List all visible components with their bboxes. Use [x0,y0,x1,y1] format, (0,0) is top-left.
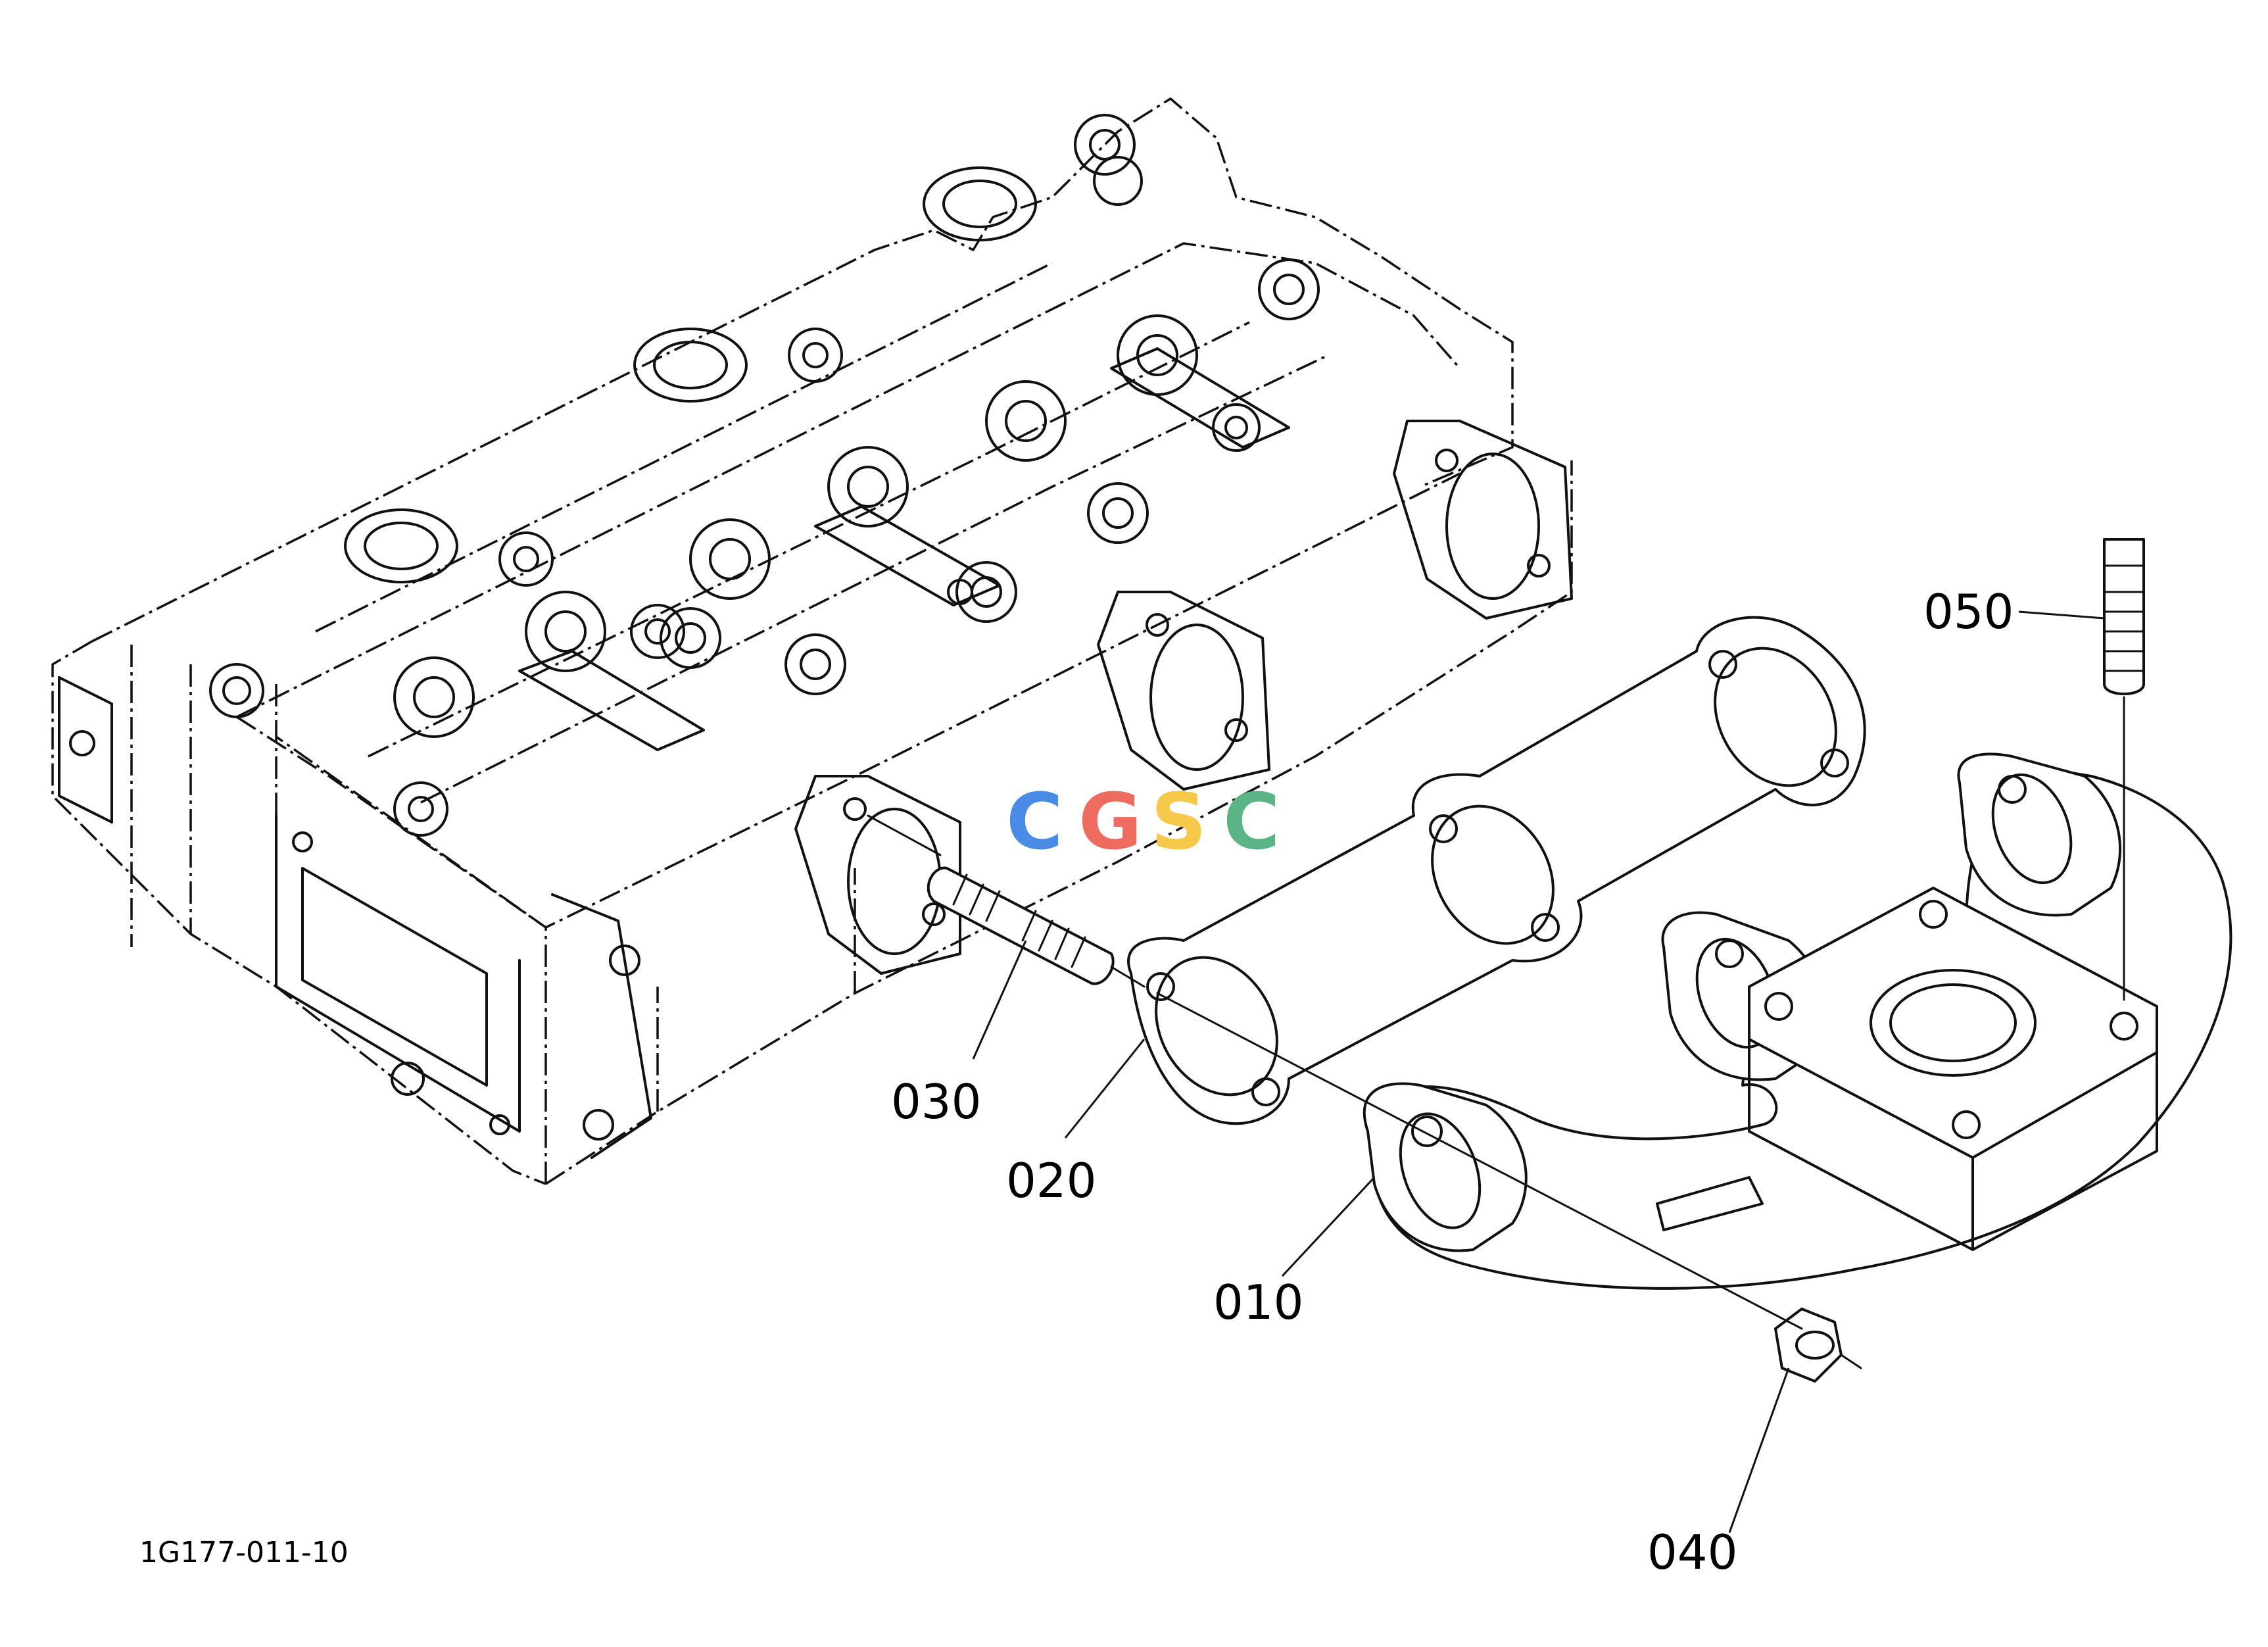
watermark-letter-2: G [1078,776,1142,867]
callout-label-020: 020 [1006,1153,1096,1208]
head-exhaust-port-2 [1097,591,1270,791]
callout-label-040: 040 [1647,1525,1737,1580]
watermark-letter-3: S [1151,776,1207,867]
stud-030 [867,814,1146,988]
head-exhaust-port-3 [1393,420,1573,620]
cylinder-head-illustration [51,97,1573,1185]
exhaust-manifold-010 [1363,752,2232,1290]
drawing-code: 1G177-011-10 [139,1536,349,1569]
watermark-letter-1: C [1006,776,1063,867]
nut-040 [1156,992,1862,1383]
callout-label-010: 010 [1213,1275,1303,1330]
callout-label-050: 050 [1923,584,2014,639]
callout-label-030: 030 [891,1074,981,1129]
exhaust-gasket-020 [1127,616,1866,1125]
stud-050 [2103,538,2145,1001]
watermark: C G S C [1006,776,1280,867]
watermark-letter-4: C [1223,776,1280,867]
leader-lines [972,610,2105,1533]
